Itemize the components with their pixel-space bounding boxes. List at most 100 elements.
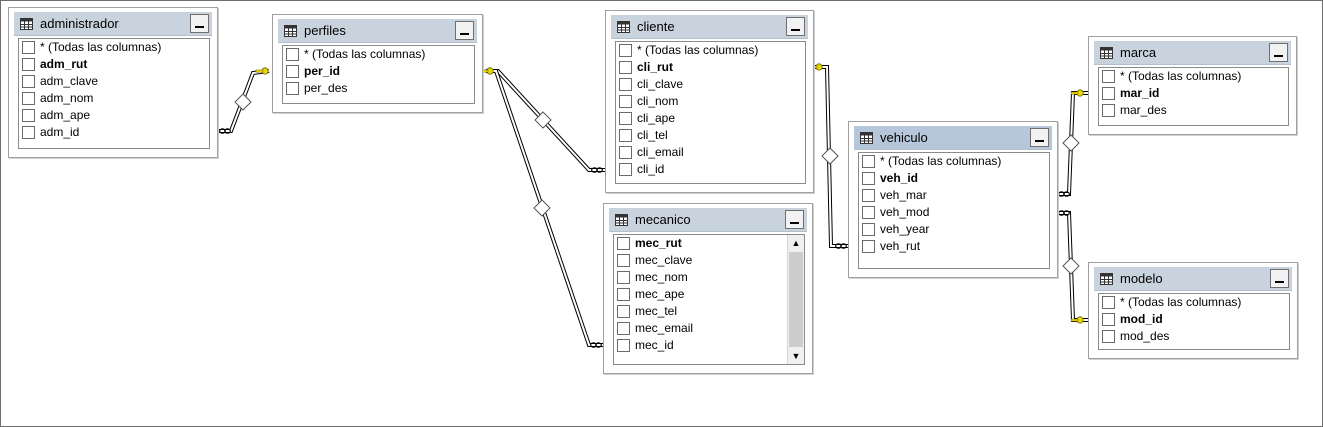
table-title-bar[interactable]: cliente xyxy=(611,15,808,39)
column-checkbox[interactable] xyxy=(22,92,35,105)
column-row[interactable]: cli_email xyxy=(616,144,805,161)
column-checkbox[interactable] xyxy=(619,44,632,57)
column-row[interactable]: mar_des xyxy=(1099,102,1288,119)
column-row[interactable]: * (Todas las columnas) xyxy=(19,39,209,56)
column-checkbox[interactable] xyxy=(22,109,35,122)
column-checkbox[interactable] xyxy=(1102,330,1115,343)
column-row[interactable]: adm_nom xyxy=(19,90,209,107)
column-checkbox[interactable] xyxy=(619,129,632,142)
column-checkbox[interactable] xyxy=(619,163,632,176)
table-title-bar[interactable]: administrador xyxy=(14,12,212,36)
relationship-fk-vehiculo-modelo[interactable] xyxy=(1056,210,1088,324)
scroll-down-button[interactable]: ▼ xyxy=(788,348,804,364)
table-title-bar[interactable]: modelo xyxy=(1094,267,1292,291)
vertical-scrollbar[interactable]: ▲▼ xyxy=(787,235,804,364)
column-row[interactable]: per_id xyxy=(283,63,474,80)
column-row[interactable]: * (Todas las columnas) xyxy=(1099,294,1289,311)
column-row[interactable]: mod_id xyxy=(1099,311,1289,328)
column-checkbox[interactable] xyxy=(22,41,35,54)
column-row[interactable]: adm_ape xyxy=(19,107,209,124)
column-checkbox[interactable] xyxy=(617,271,630,284)
column-row[interactable]: mod_des xyxy=(1099,328,1289,345)
column-checkbox[interactable] xyxy=(617,305,630,318)
minimize-button[interactable] xyxy=(1270,269,1289,288)
column-row[interactable]: cli_ape xyxy=(616,110,805,127)
column-row[interactable]: * (Todas las columnas) xyxy=(616,42,805,59)
column-row[interactable]: veh_rut xyxy=(859,238,1049,255)
minimize-button[interactable] xyxy=(190,14,209,33)
column-checkbox[interactable] xyxy=(619,78,632,91)
column-row[interactable]: veh_id xyxy=(859,170,1049,187)
column-checkbox[interactable] xyxy=(1102,104,1115,117)
column-checkbox[interactable] xyxy=(286,48,299,61)
column-checkbox[interactable] xyxy=(619,61,632,74)
column-row[interactable]: mec_nom xyxy=(614,269,787,286)
column-checkbox[interactable] xyxy=(862,206,875,219)
column-checkbox[interactable] xyxy=(619,95,632,108)
column-checkbox[interactable] xyxy=(619,112,632,125)
column-checkbox[interactable] xyxy=(862,155,875,168)
column-checkbox[interactable] xyxy=(617,254,630,267)
table-administrador[interactable]: administrador* (Todas las columnas)adm_r… xyxy=(8,7,218,158)
column-checkbox[interactable] xyxy=(1102,87,1115,100)
column-row[interactable]: * (Todas las columnas) xyxy=(283,46,474,63)
column-row[interactable]: cli_clave xyxy=(616,76,805,93)
column-row[interactable]: veh_year xyxy=(859,221,1049,238)
column-checkbox[interactable] xyxy=(617,237,630,250)
column-row[interactable]: cli_id xyxy=(616,161,805,178)
column-row[interactable]: cli_nom xyxy=(616,93,805,110)
scroll-thumb[interactable] xyxy=(789,252,803,347)
column-checkbox[interactable] xyxy=(862,240,875,253)
column-checkbox[interactable] xyxy=(22,126,35,139)
column-row[interactable]: mar_id xyxy=(1099,85,1288,102)
minimize-button[interactable] xyxy=(455,21,474,40)
column-checkbox[interactable] xyxy=(1102,296,1115,309)
column-row[interactable]: per_des xyxy=(283,80,474,97)
minimize-button[interactable] xyxy=(786,17,805,36)
column-row[interactable]: * (Todas las columnas) xyxy=(859,153,1049,170)
column-checkbox[interactable] xyxy=(862,189,875,202)
relationship-fk-vehiculo-marca[interactable] xyxy=(1056,89,1088,197)
column-row[interactable]: mec_tel xyxy=(614,303,787,320)
column-row[interactable]: adm_rut xyxy=(19,56,209,73)
column-checkbox[interactable] xyxy=(286,82,299,95)
column-row[interactable]: cli_tel xyxy=(616,127,805,144)
column-checkbox[interactable] xyxy=(619,146,632,159)
column-checkbox[interactable] xyxy=(1102,313,1115,326)
column-row[interactable]: mec_id xyxy=(614,337,787,354)
table-title-bar[interactable]: mecanico xyxy=(609,208,807,232)
column-row[interactable]: * (Todas las columnas) xyxy=(1099,68,1288,85)
minimize-button[interactable] xyxy=(1269,43,1288,62)
column-row[interactable]: mec_email xyxy=(614,320,787,337)
column-checkbox[interactable] xyxy=(22,58,35,71)
table-title-bar[interactable]: perfiles xyxy=(278,19,477,43)
column-checkbox[interactable] xyxy=(862,223,875,236)
column-row[interactable]: mec_clave xyxy=(614,252,787,269)
column-row[interactable]: veh_mar xyxy=(859,187,1049,204)
column-row[interactable]: adm_clave xyxy=(19,73,209,90)
column-checkbox[interactable] xyxy=(617,339,630,352)
column-checkbox[interactable] xyxy=(617,288,630,301)
relationship-fk-mecanico-perfiles[interactable] xyxy=(480,67,603,348)
column-row[interactable]: veh_mod xyxy=(859,204,1049,221)
column-checkbox[interactable] xyxy=(1102,70,1115,83)
column-checkbox[interactable] xyxy=(286,65,299,78)
column-checkbox[interactable] xyxy=(862,172,875,185)
column-row[interactable]: cli_rut xyxy=(616,59,805,76)
relationship-fk-vehiculo-cliente[interactable] xyxy=(809,63,848,249)
scroll-up-button[interactable]: ▲ xyxy=(788,235,804,251)
column-row[interactable]: mec_rut xyxy=(614,235,787,252)
